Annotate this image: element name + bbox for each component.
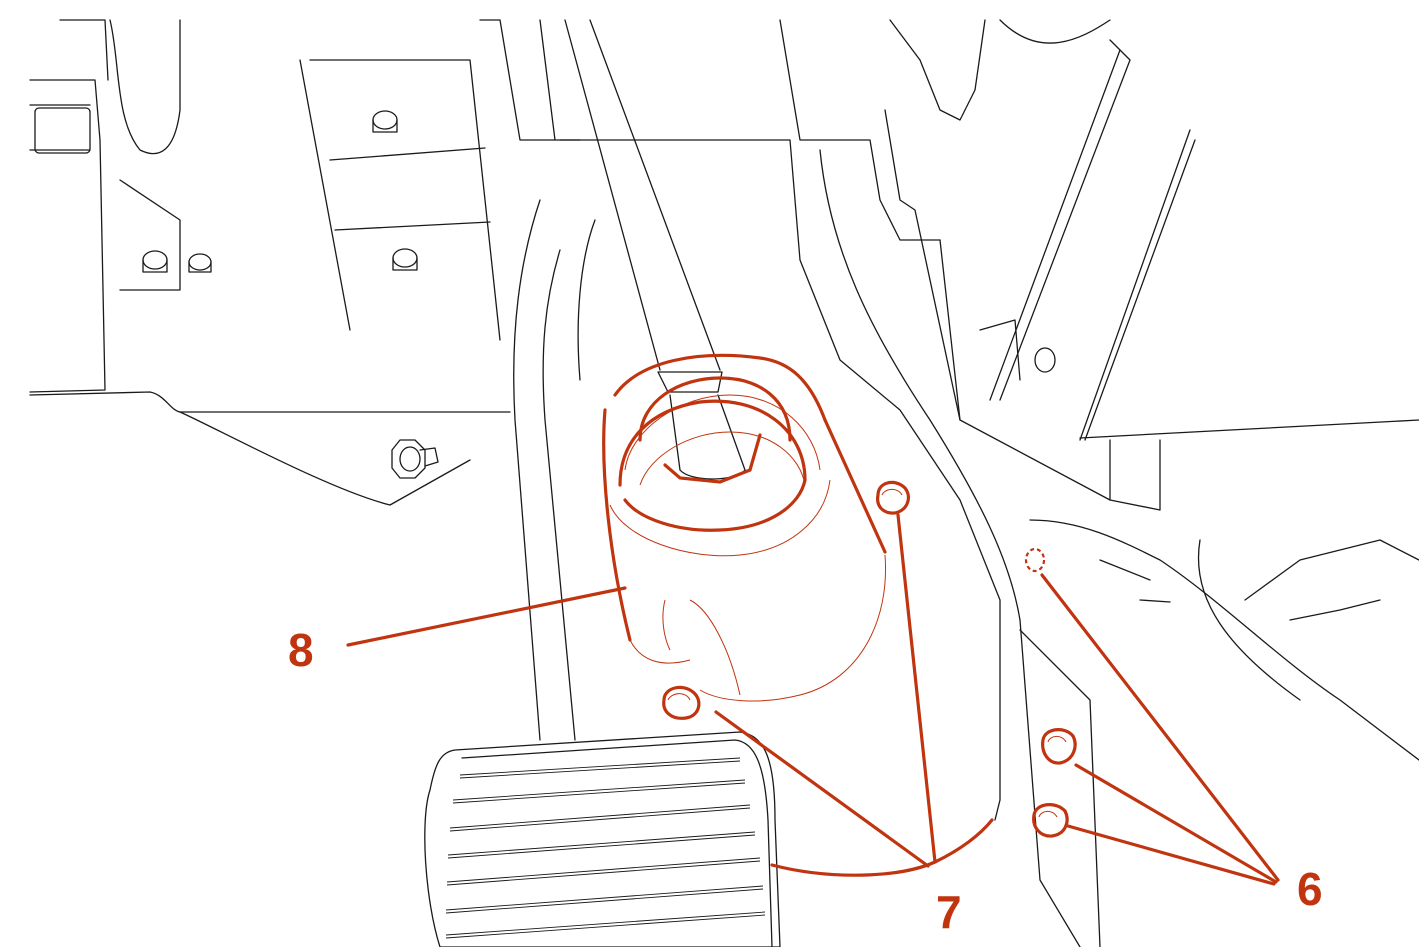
pedal-rod (564, 19, 746, 480)
background-bolt (142, 250, 168, 273)
leader-line-6c (1066, 824, 1276, 886)
part-7-nut-lower (662, 685, 701, 720)
bracket-edge-highlight (770, 818, 994, 877)
part-8-pedal-boot (602, 353, 887, 702)
background-bolt (372, 110, 398, 133)
part-6-bolt-lower (1032, 803, 1069, 838)
leader-line-8 (346, 586, 627, 647)
part-6-bolt-hidden (1024, 547, 1046, 573)
part-6-bolt-upper (1041, 728, 1077, 765)
callout-6: 6 (1297, 863, 1323, 915)
background-nut (391, 439, 439, 479)
leader-line-7a (896, 513, 937, 864)
pedal-pad (424, 731, 781, 947)
background-bolt (392, 248, 418, 271)
callout-8: 8 (288, 624, 314, 676)
leader-line-6b (1074, 763, 1278, 884)
leader-lines (346, 513, 1280, 886)
leader-line-6a (1040, 573, 1280, 882)
background-structure (29, 19, 1419, 947)
part-7-nut-upper (876, 480, 910, 515)
leader-line-7b (714, 710, 930, 868)
callout-7: 7 (936, 886, 962, 938)
pad-grip-ribs (445, 757, 766, 939)
background-bolt (188, 253, 212, 273)
